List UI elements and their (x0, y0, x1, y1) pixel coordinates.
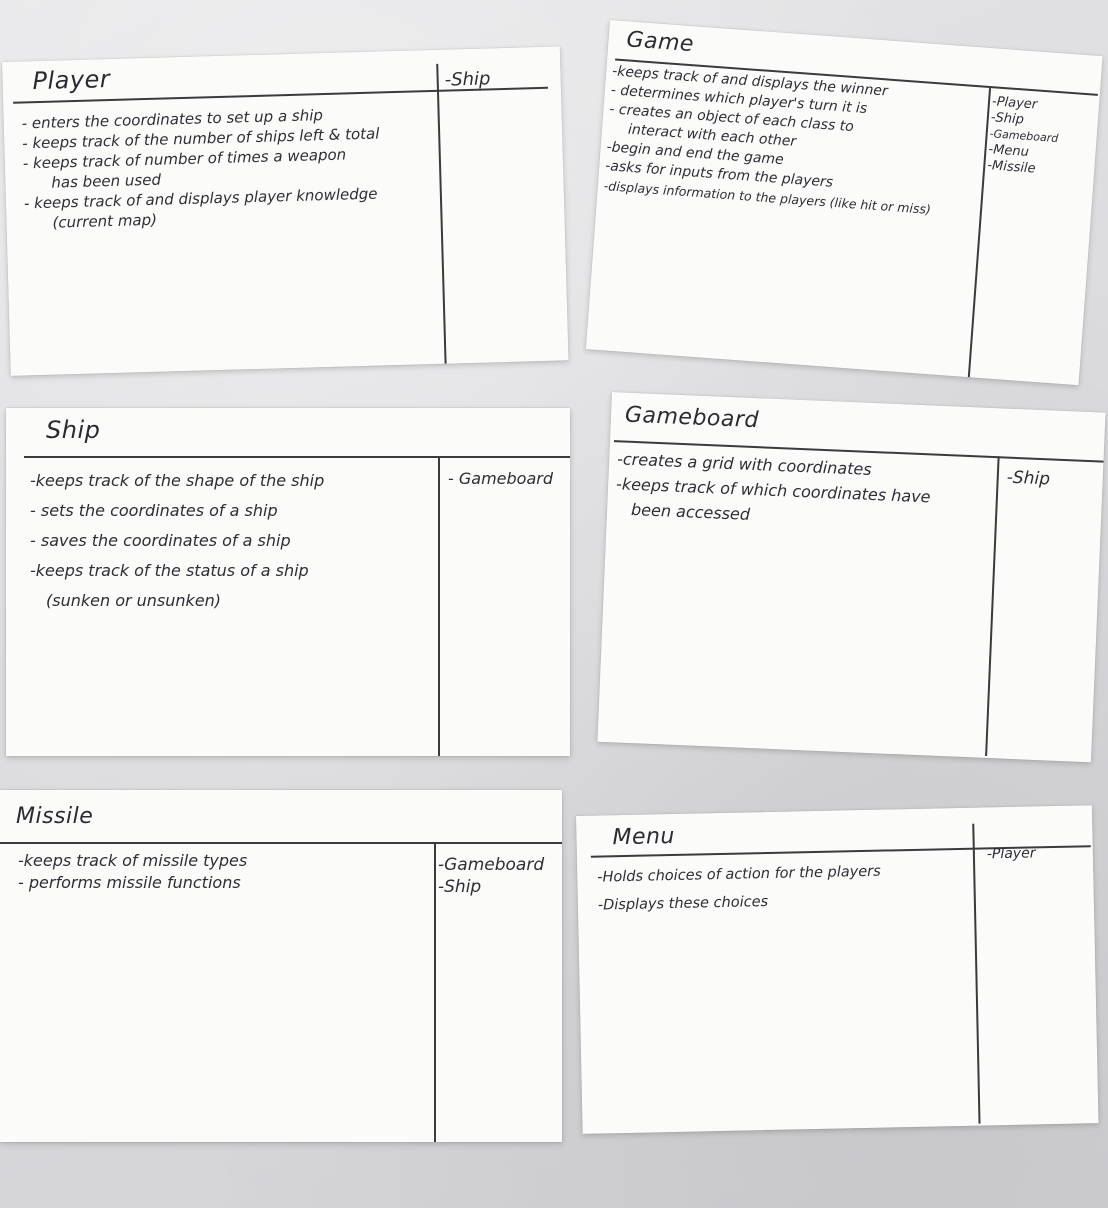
card-title: Missile (16, 804, 94, 829)
card-title: Ship (46, 416, 101, 444)
card-divider (0, 842, 562, 844)
card-divider (24, 456, 570, 458)
responsibilities-list: -keeps track of missile types - performs… (18, 850, 247, 894)
responsibility-item: - saves the coordinates of a ship (30, 531, 291, 550)
responsibilities-list: -keeps track of the shape of the ship - … (30, 466, 324, 616)
collaborator-item: -Gameboard (438, 855, 545, 875)
collaborator-item: - Gameboard (448, 469, 553, 488)
card-gameboard: Gameboard -creates a grid with coordinat… (597, 392, 1106, 763)
responsibility-item: - sets the coordinates of a ship (30, 501, 278, 520)
responsibility-item: -keeps track of the shape of the ship (30, 471, 325, 490)
collaborators-list: - Gameboard (448, 470, 553, 488)
collaborator-item: -Ship (444, 68, 491, 91)
collaborators-list: -Player -Ship -Gameboard -Menu -Missile (987, 94, 1061, 179)
collaborator-item: -Player (986, 845, 1036, 863)
collaborator-item: -Ship (438, 877, 482, 897)
card-title: Player (32, 64, 111, 96)
responsibilities-list: - enters the coordinates to set up a shi… (21, 104, 381, 234)
card-player: Player - enters the coordinates to set u… (2, 46, 569, 376)
card-column-divider (972, 823, 981, 1124)
responsibility-item: (sunken or unsunken) (46, 591, 222, 610)
responsibilities-list: -keeps track of and displays the winner … (603, 62, 940, 219)
responsibility-item: -keeps track of the status of a ship (30, 561, 309, 580)
responsibilities-list: -creates a grid with coordinates -keeps … (615, 446, 932, 534)
card-menu: Menu -Holds choices of action for the pl… (576, 805, 1099, 1134)
collaborator-item: -Ship (1006, 467, 1051, 490)
collaborators-list: -Gameboard -Ship (438, 854, 544, 898)
collaborators-list: -Ship (1006, 467, 1051, 490)
card-column-divider (985, 456, 1000, 757)
card-title: Game (625, 27, 695, 58)
card-missile: Missile -keeps track of missile types - … (0, 790, 562, 1142)
card-title: Menu (612, 823, 676, 851)
responsibility-item: -Holds choices of action for the players (597, 863, 881, 886)
collaborators-list: -Player (987, 844, 1036, 863)
responsibility-item: - performs missile functions (18, 873, 241, 892)
card-column-divider (436, 63, 447, 364)
responsibility-item: -Displays these choices (597, 893, 769, 914)
responsibilities-list: -Holds choices of action for the players… (597, 858, 882, 920)
card-title: Gameboard (624, 402, 760, 434)
responsibility-item: -keeps track of missile types (18, 851, 248, 870)
card-column-divider (967, 87, 991, 378)
card-game: Game -keeps track of and displays the wi… (585, 20, 1103, 386)
card-ship: Ship -keeps track of the shape of the sh… (6, 408, 570, 756)
card-column-divider (434, 842, 436, 1142)
card-column-divider (438, 456, 440, 756)
collaborators-list: -Ship (444, 68, 491, 91)
